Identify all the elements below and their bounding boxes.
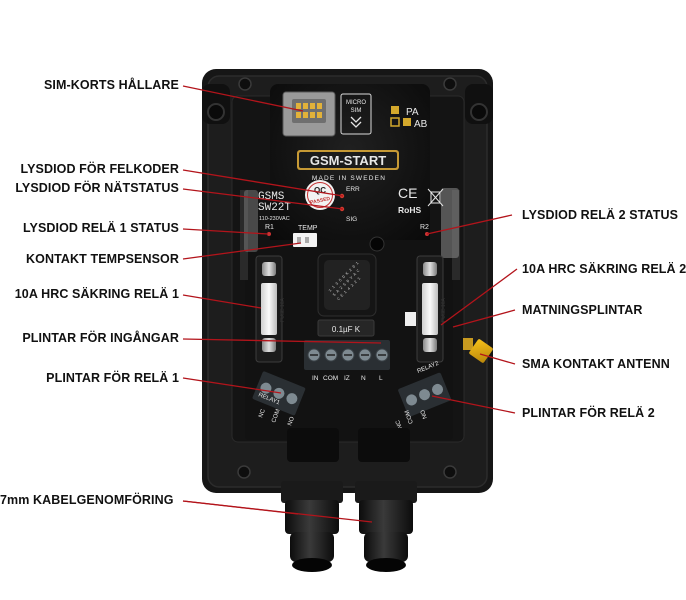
label-fuse-relay1: 10A HRC SÄKRING RELÄ 1: [14, 287, 179, 301]
gsm-start-logo: GSM-START MADE IN SWEDEN: [297, 150, 399, 182]
input-terminal-block: [304, 340, 390, 370]
capacitor: 0.1µF K: [317, 319, 375, 337]
label-input-terminals: PLINTAR FÖR INGÅNGAR: [22, 331, 179, 345]
label-relay2-terminals: PLINTAR FÖR RELÄ 2: [522, 406, 655, 420]
relay2-terminal-label: NO: [420, 409, 429, 420]
input-terminal-label: IN: [312, 375, 319, 382]
screw-top-left: [238, 77, 252, 91]
cable-gland-right: [355, 481, 417, 572]
leader-lines: [182, 85, 518, 523]
relay2-terminal-label: NC: [395, 419, 404, 430]
label-relay1-led: LYSDIOD RELÄ 1 STATUS: [22, 221, 179, 235]
relay1-terminal-label: NC: [258, 408, 267, 419]
label-fuse-relay2: 10A HRC SÄKRING RELÄ 2: [522, 262, 686, 276]
micro-sim-box: [340, 93, 372, 135]
input-terminal-label: COM: [323, 375, 338, 382]
relay1-terminal-label: COM: [271, 408, 281, 423]
cable-entry-inner: [287, 428, 410, 462]
input-terminal-label: L: [379, 375, 383, 382]
label-sma-antenna: SMA KONTAKT ANTENN: [522, 357, 670, 371]
label-relay1-terminals: PLINTAR FÖR RELÄ 1: [46, 371, 179, 385]
mount-hole-top-left: [207, 103, 225, 121]
passed-text: PASSED: [310, 196, 331, 206]
svg-text:FUSE 10A: FUSE 10A: [441, 298, 447, 322]
relay2-terminal-block: [398, 372, 451, 417]
cable-gland-left: [281, 481, 343, 572]
component-right: [405, 312, 416, 326]
label-cable-gland: 7mm KABELGENOMFÖRING: [0, 493, 174, 507]
svg-text:FUSE 10A: FUSE 10A: [280, 298, 286, 322]
model-line-2: SW22T: [258, 202, 291, 214]
ce-mark: CE: [398, 185, 417, 201]
pa-mark: PA: [406, 107, 419, 118]
relay2-terminal-label: COM: [404, 409, 414, 424]
temp-label: TEMP: [298, 225, 318, 232]
mount-hole-top-right: [470, 103, 488, 121]
label-network-led: LYSDIOD FÖR NÄTSTATUS: [15, 181, 179, 195]
antenna-hole: [369, 236, 385, 252]
made-in-text: MADE IN SWEDEN: [312, 175, 386, 182]
rohs-mark: RoHS: [398, 205, 421, 215]
label-sim-holder: SIM-KORTS HÅLLARE: [43, 78, 179, 92]
micro-sim-text-2: SIM: [351, 108, 362, 114]
model-line-1: GSMS: [258, 191, 285, 203]
qc-text: QC: [314, 186, 326, 195]
qc-passed-sticker: QC PASSED: [305, 180, 335, 210]
insert-arrow-icon: [350, 116, 362, 128]
sma-antenna-connector: [463, 338, 493, 363]
capacitor-text: 0.1µF K: [332, 325, 361, 334]
pa-ab-logo: PA AB: [390, 106, 428, 130]
brand-logo-text: GSM-START: [310, 153, 386, 168]
sim-holder: [282, 91, 336, 137]
relay1-terminal-label: NO: [287, 416, 296, 427]
ab-mark: AB: [414, 119, 428, 130]
voltage-text: 110-230VAC: [259, 216, 290, 222]
fuse-relay2: FUSE 10A: [416, 255, 447, 363]
err-label: ERR: [346, 186, 360, 193]
r1-label: R1: [265, 224, 274, 231]
micro-sim-text: MICRO: [346, 100, 366, 106]
label-power-terminals: MATNINGSPLINTAR: [522, 303, 643, 317]
weee-bin-icon: [427, 188, 444, 207]
screw-top-right: [443, 77, 457, 91]
input-terminal-label: N: [361, 375, 366, 382]
label-error-led: LYSDIOD FÖR FELKODER: [20, 162, 179, 176]
relay1-led: [267, 232, 271, 236]
label-temp-sensor: KONTAKT TEMPSENSOR: [26, 252, 179, 266]
label-relay2-led: LYSDIOD RELÄ 2 STATUS: [522, 208, 679, 222]
input-terminal-label: IZ: [344, 375, 350, 382]
r2-label: R2: [420, 224, 429, 231]
sig-label: SIG: [346, 216, 357, 223]
fuse-relay1: FUSE 10A: [255, 255, 286, 363]
screw-bottom-left: [237, 465, 251, 479]
screw-bottom-right: [443, 465, 457, 479]
relay: 1 1 3 5 D K 2 0 1 5 A 2 5 0 V A C C E 1 …: [317, 253, 377, 317]
input-terminal-labels: IN COM IZ N L: [312, 375, 383, 382]
